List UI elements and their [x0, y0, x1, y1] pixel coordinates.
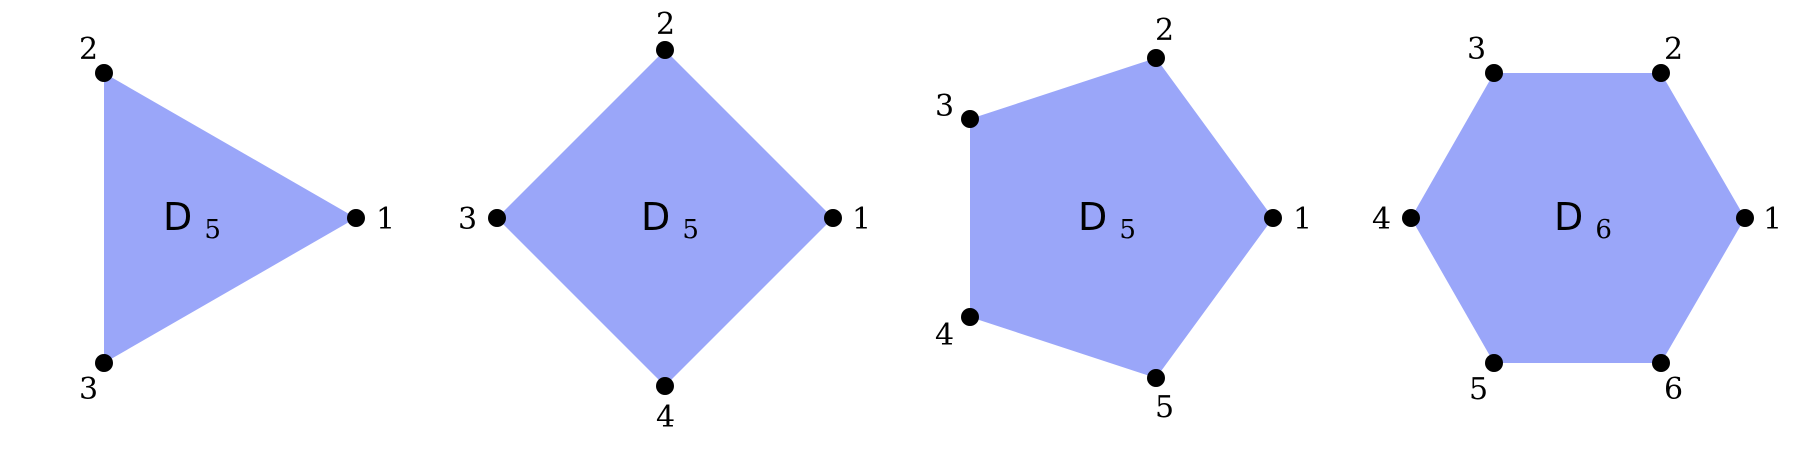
polygon-1-center-subscript: 5 — [204, 215, 221, 245]
polygon-4-vertex-1-label: 1 — [1763, 202, 1782, 237]
polygon-4-vertex-4-dot — [1402, 209, 1420, 227]
polygon-1-vertex-1-dot — [347, 209, 365, 227]
polygon-1-vertex-2-label: 2 — [79, 32, 98, 67]
polygon-2-vertex-3-dot — [488, 209, 506, 227]
polygon-3-vertex-1-dot — [1264, 209, 1282, 227]
polygon-2-vertex-3-label: 3 — [458, 202, 477, 237]
polygon-2-vertex-4-dot — [656, 377, 674, 395]
polygon-3-vertex-1-label: 1 — [1293, 202, 1312, 237]
polygon-4-shape — [1411, 73, 1745, 363]
polygon-3-vertex-4-dot — [961, 308, 979, 326]
polygon-3-shape — [970, 58, 1273, 378]
polygon-3-center-subscript: 5 — [1119, 215, 1136, 245]
polygon-4-vertex-3-label: 3 — [1467, 32, 1486, 67]
polygon-1-vertex-1-label: 1 — [376, 202, 395, 237]
polygon-2-shape — [497, 50, 833, 386]
polygon-2-vertex-1-dot — [824, 209, 842, 227]
polygon-3-center-main: D — [1078, 195, 1107, 239]
polygon-4-vertex-2-dot — [1652, 64, 1670, 82]
polygon-3-vertex-5-dot — [1147, 369, 1165, 387]
polygon-4-vertex-5-label: 5 — [1469, 372, 1488, 407]
polygon-3-center-label: D 5 — [1078, 195, 1136, 245]
polygon-4-vertex-1-dot — [1736, 209, 1754, 227]
polygon-2-vertex-1-label: 1 — [852, 202, 871, 237]
polygon-3-vertex-5-label: 5 — [1155, 390, 1174, 425]
polygon-group-3: 1 2 3 4 5 D 5 — [935, 13, 1312, 425]
polygon-2-vertex-2-dot — [656, 41, 674, 59]
polygon-4-vertex-3-dot — [1485, 64, 1503, 82]
polygon-2-vertex-2-label: 2 — [656, 7, 675, 42]
polygon-1-center-label: D 5 — [163, 195, 221, 245]
polygon-group-4: 1 2 3 4 5 6 D 6 — [1372, 32, 1782, 407]
polygon-group-2: 1 2 3 4 D 5 — [458, 7, 871, 435]
polygon-3-vertex-2-dot — [1147, 49, 1165, 67]
polygon-1-vertex-3-dot — [95, 354, 113, 372]
polygon-3-vertex-2-label: 2 — [1155, 13, 1174, 48]
polygon-4-center-subscript: 6 — [1595, 215, 1612, 245]
polygon-4-vertex-6-dot — [1652, 354, 1670, 372]
polygon-3-vertex-3-label: 3 — [935, 89, 954, 124]
polygon-2-center-main: D — [641, 195, 670, 239]
polygon-2-vertex-4-label: 4 — [656, 400, 675, 435]
polygon-4-center-main: D — [1554, 195, 1583, 239]
polygon-1-vertex-3-label: 3 — [79, 372, 98, 407]
polygon-3-vertex-4-label: 4 — [935, 318, 954, 353]
polygon-1-center-main: D — [163, 195, 192, 239]
polygon-1-vertex-2-dot — [95, 64, 113, 82]
polygon-4-vertex-5-dot — [1485, 354, 1503, 372]
polygon-4-center-label: D 6 — [1554, 195, 1612, 245]
polygon-3-vertex-3-dot — [961, 110, 979, 128]
polygon-2-center-label: D 5 — [641, 195, 699, 245]
polygon-1-shape — [104, 73, 356, 363]
polygon-4-vertex-6-label: 6 — [1664, 372, 1683, 407]
polygon-4-vertex-4-label: 4 — [1372, 202, 1391, 237]
polygon-4-vertex-2-label: 2 — [1664, 32, 1683, 67]
polygon-2-center-subscript: 5 — [682, 215, 699, 245]
polygon-group-1: 1 2 3 D 5 — [79, 32, 395, 407]
